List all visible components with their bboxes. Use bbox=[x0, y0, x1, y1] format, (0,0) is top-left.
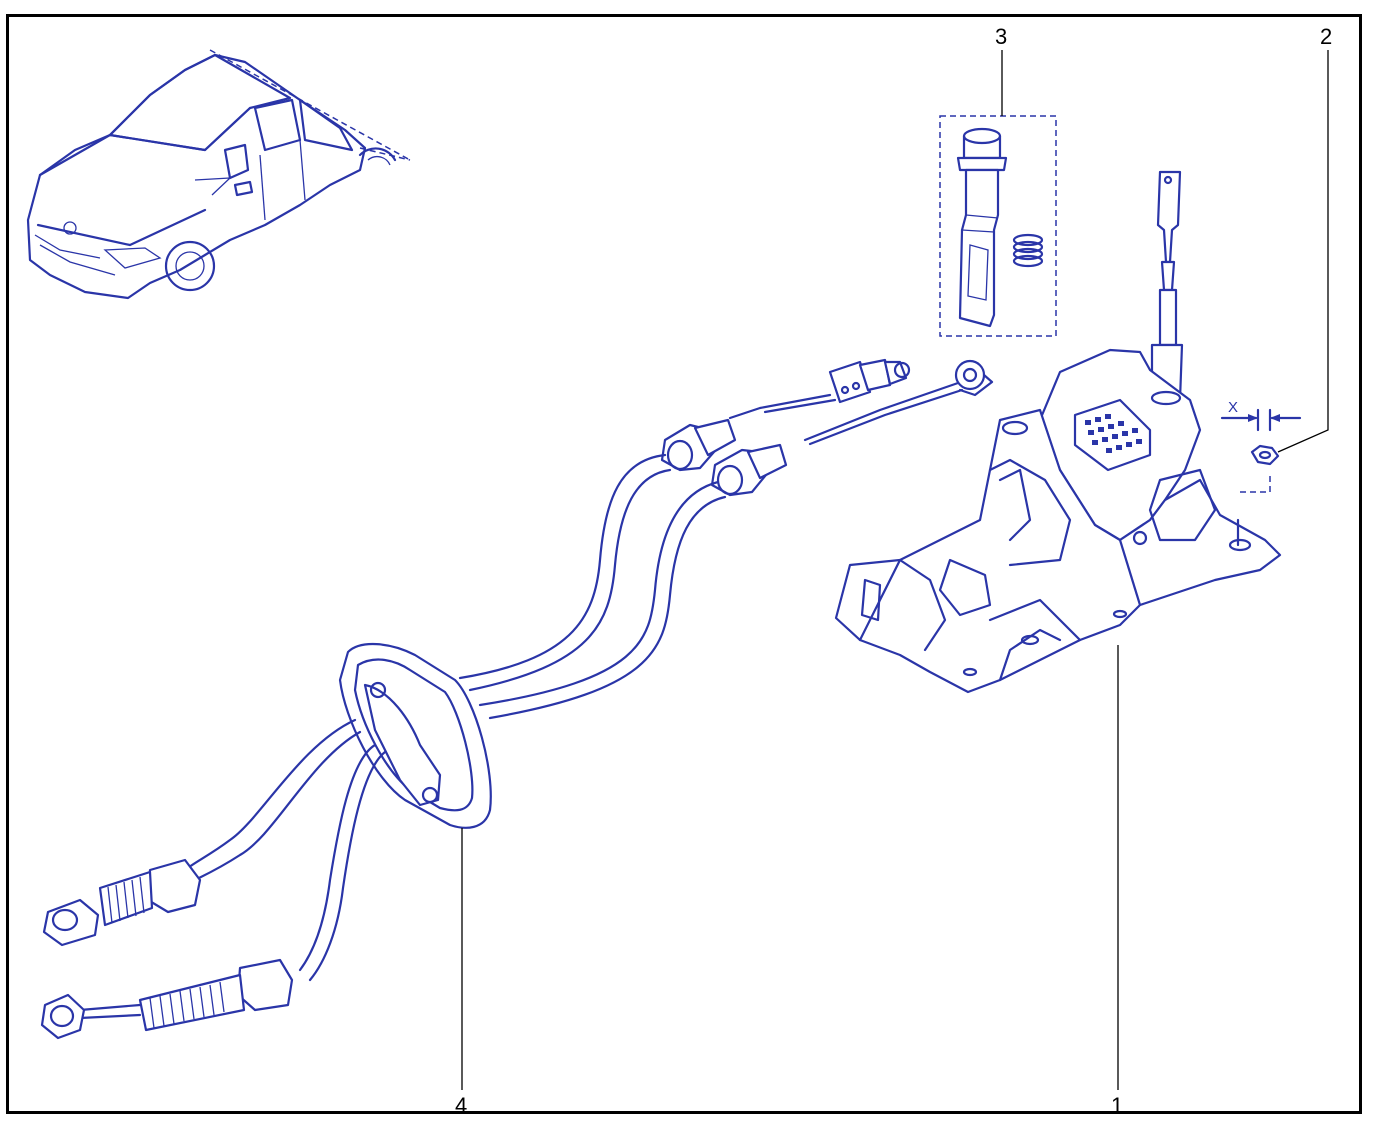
callout-2: 2 bbox=[1277, 24, 1332, 453]
cable-adjuster-1 bbox=[660, 418, 737, 472]
part-2-nut bbox=[1250, 444, 1280, 466]
part-4-cable-assembly bbox=[40, 358, 994, 1040]
callout-label-1: 1 bbox=[1111, 1093, 1123, 1118]
cable-end-lower-2 bbox=[40, 958, 294, 1040]
cable-end-lower-1 bbox=[42, 858, 202, 947]
callout-4: 4 bbox=[455, 828, 467, 1118]
part-3-dashed-box bbox=[939, 115, 1057, 337]
selector-gate-grid bbox=[1085, 414, 1142, 453]
cable-end-fitting-upper bbox=[828, 358, 911, 404]
bulkhead-grommet bbox=[338, 642, 492, 829]
callout-1: 1 bbox=[1111, 645, 1123, 1118]
part-3-spring bbox=[1012, 233, 1044, 268]
callout-label-3: 3 bbox=[995, 24, 1007, 49]
cable-adjuster-2 bbox=[710, 443, 788, 497]
vehicle-locator-illustration bbox=[26, 49, 411, 300]
dimension-x: X bbox=[1220, 399, 1302, 432]
cable-eye-end-upper bbox=[954, 359, 994, 397]
part-1-shift-housing bbox=[834, 170, 1282, 694]
callout-label-2: 2 bbox=[1320, 24, 1332, 49]
callout-3: 3 bbox=[995, 24, 1007, 116]
part-3-pin-sleeve bbox=[956, 127, 1008, 328]
dimension-x-label: X bbox=[1228, 399, 1238, 416]
callout-label-4: 4 bbox=[455, 1093, 467, 1118]
